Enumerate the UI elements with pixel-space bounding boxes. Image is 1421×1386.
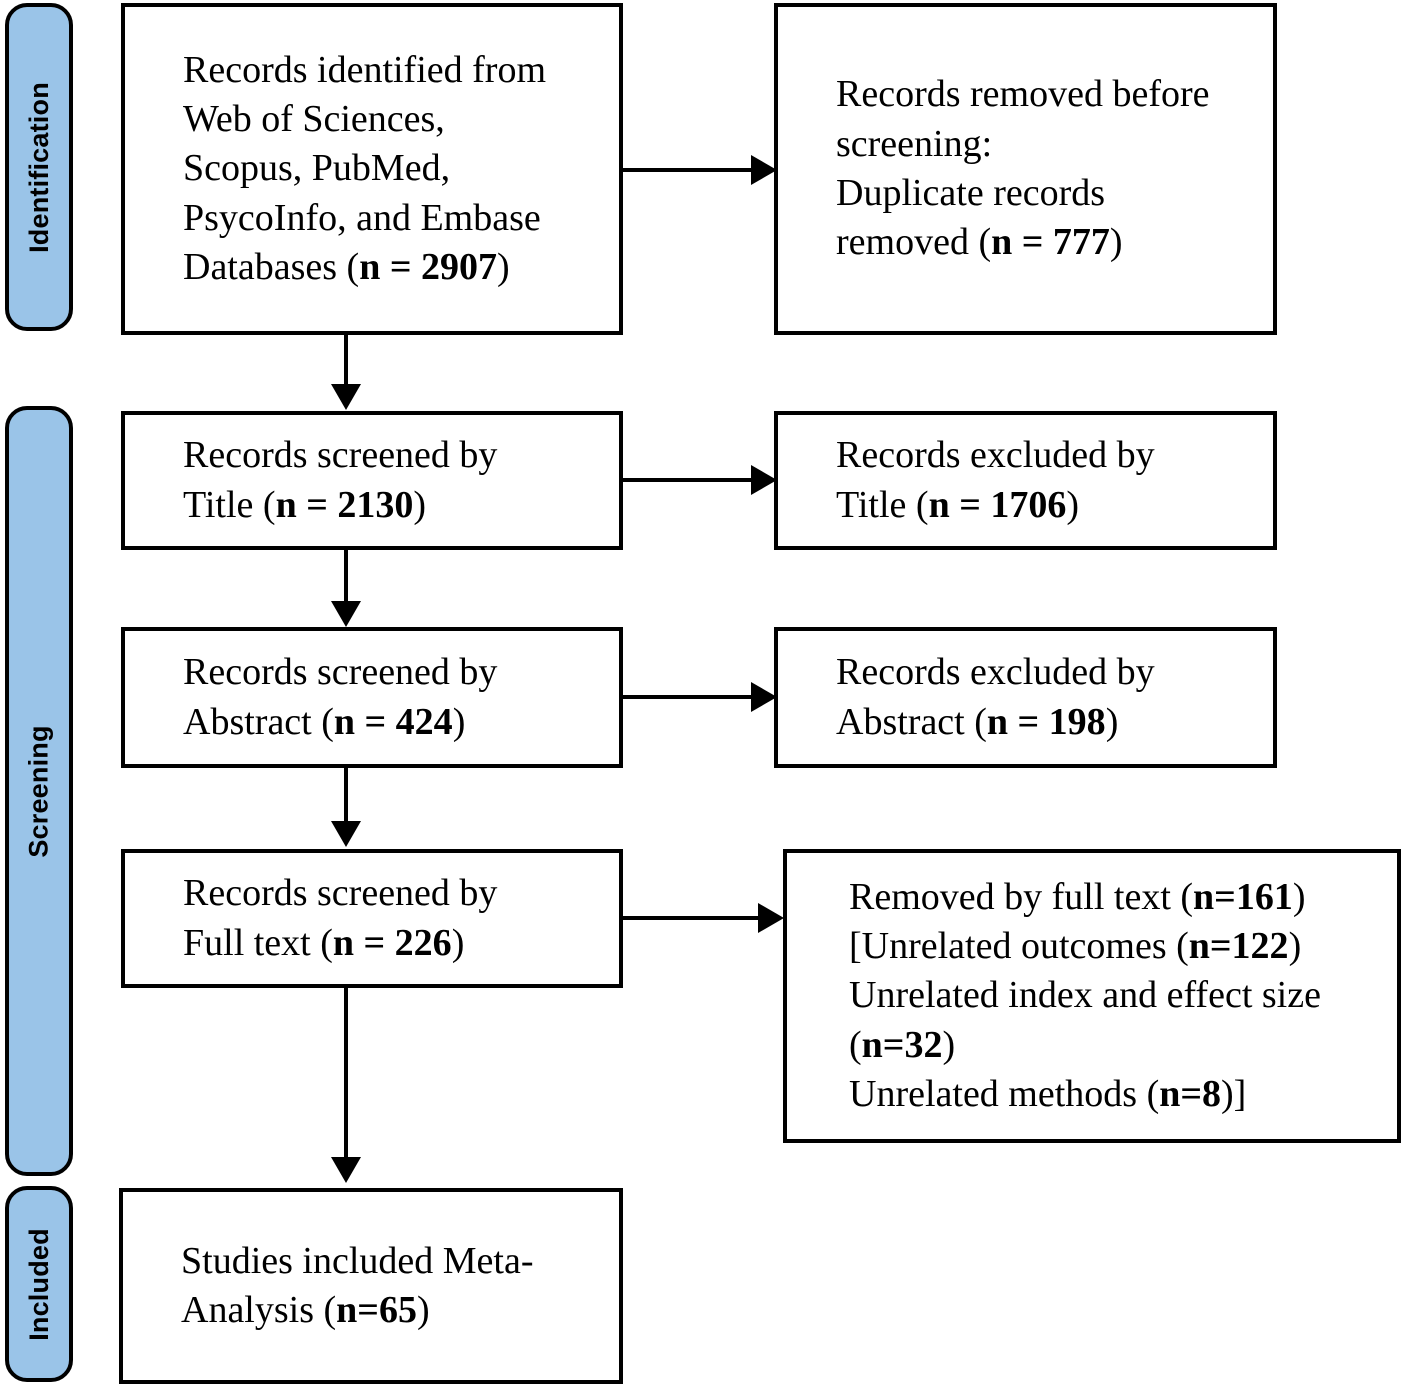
box-records-removed-fulltext-text: Removed by full text (n=161) [Unrelated … <box>849 875 1321 1116</box>
box-records-screened-fulltext: Records screened by Full text (n = 226) <box>121 849 623 988</box>
connector-screened-abstract-to-excluded-abstract <box>621 695 753 699</box>
arrowhead-title-to-abstract <box>331 601 361 627</box>
box-records-screened-fulltext-text: Records screened by Full text (n = 226) <box>183 872 498 964</box>
connector-fulltext-to-included <box>344 986 348 1159</box>
connector-fulltext-to-removed-fulltext <box>621 916 762 920</box>
box-records-screened-abstract: Records screened by Abstract (n = 424) <box>121 627 623 768</box>
box-studies-included-meta-analysis: Studies included Meta- Analysis (n=65) <box>119 1188 623 1384</box>
box-records-excluded-abstract: Records excluded by Abstract (n = 198) <box>774 627 1277 768</box>
connector-identified-to-removed <box>621 168 753 172</box>
stage-label-included-text: Included <box>23 1227 54 1341</box>
arrowhead-screened-abstract-to-excluded-abstract <box>751 682 777 712</box>
stage-label-screening: Screening <box>5 406 73 1176</box>
box-records-removed-before-screening-text: Records removed before screening: Duplic… <box>836 73 1210 264</box>
stage-label-identification: Identification <box>5 3 73 331</box>
arrowhead-identified-to-removed <box>751 155 777 185</box>
arrowhead-abstract-to-fulltext <box>331 821 361 847</box>
box-records-screened-title: Records screened by Title (n = 2130) <box>121 411 623 550</box>
box-studies-included-meta-analysis-text: Studies included Meta- Analysis (n=65) <box>181 1239 534 1331</box>
connector-identified-to-screened-title <box>344 333 348 386</box>
connector-abstract-to-fulltext <box>344 766 348 823</box>
arrowhead-identified-to-screened-title <box>331 384 361 410</box>
arrowhead-screened-title-to-excluded-title <box>751 465 777 495</box>
box-records-identified-text: Records identified from Web of Sciences,… <box>183 48 547 289</box>
box-records-excluded-title: Records excluded by Title (n = 1706) <box>774 411 1277 550</box>
arrowhead-fulltext-to-removed-fulltext <box>758 903 784 933</box>
stage-label-screening-text: Screening <box>23 724 54 858</box>
connector-screened-title-to-excluded-title <box>621 478 753 482</box>
arrowhead-fulltext-to-included <box>331 1157 361 1183</box>
box-records-excluded-abstract-text: Records excluded by Abstract (n = 198) <box>836 651 1155 743</box>
stage-label-included: Included <box>5 1186 73 1382</box>
box-records-removed-fulltext: Removed by full text (n=161) [Unrelated … <box>783 849 1401 1143</box>
box-records-screened-abstract-text: Records screened by Abstract (n = 424) <box>183 651 498 743</box>
connector-title-to-abstract <box>344 548 348 603</box>
box-records-identified: Records identified from Web of Sciences,… <box>121 3 623 335</box>
box-records-removed-before-screening: Records removed before screening: Duplic… <box>774 3 1277 335</box>
stage-label-identification-text: Identification <box>23 81 54 253</box>
box-records-excluded-title-text: Records excluded by Title (n = 1706) <box>836 434 1155 526</box>
box-records-screened-title-text: Records screened by Title (n = 2130) <box>183 434 498 526</box>
